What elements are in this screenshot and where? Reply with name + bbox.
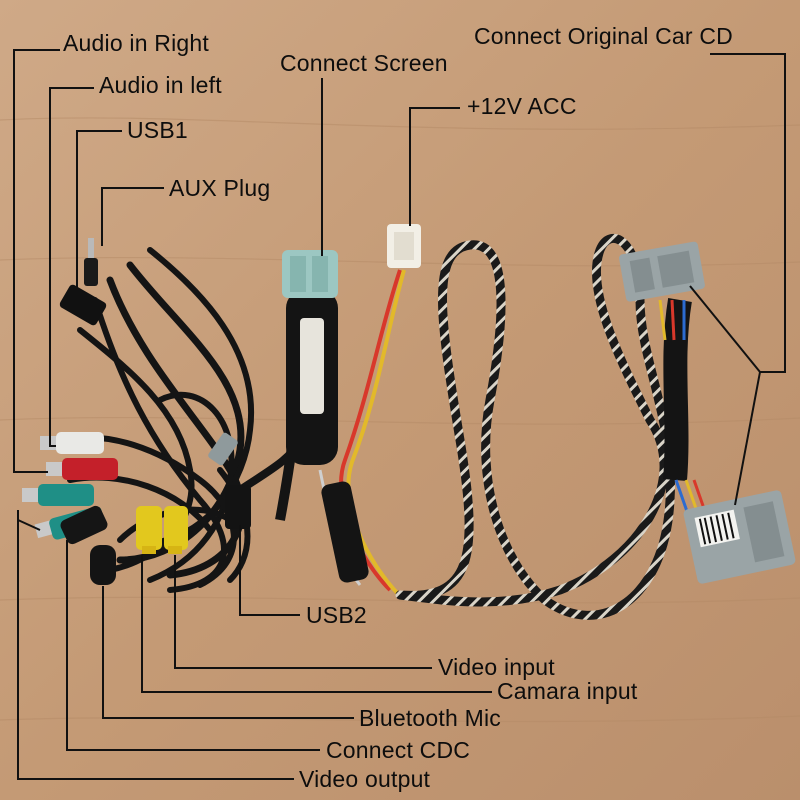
callout-usb1 — [76, 130, 122, 300]
label-connect-cdc: Connect CDC — [326, 737, 471, 763]
cd-connector-bottom — [683, 490, 796, 584]
rca-yellow-plugs — [136, 506, 188, 554]
label-video-output: Video output — [299, 766, 431, 792]
usb2-plug — [225, 485, 251, 529]
grey-connector — [208, 432, 238, 466]
callout-usb2 — [239, 525, 300, 616]
rca-black-plug — [60, 505, 108, 545]
callout-audio-in-right — [13, 49, 60, 473]
label-12v-acc: +12V ACC — [467, 93, 577, 119]
callout-12v-acc — [409, 107, 460, 226]
label-connect-screen: Connect Screen — [280, 50, 448, 76]
callout-cd-bottom-leg — [734, 371, 761, 506]
callout-cd-top-leg — [689, 285, 761, 373]
aux-plug — [84, 238, 98, 286]
acc-connector — [387, 224, 421, 268]
car-cd-harness — [619, 241, 796, 584]
callout-bluetooth-mic — [102, 586, 354, 719]
label-bluetooth-mic: Bluetooth Mic — [359, 705, 501, 731]
callout-connect-cdc — [66, 540, 320, 751]
cd-connector-top — [619, 241, 705, 302]
callout-video-output-leg — [17, 519, 41, 531]
callout-lines — [13, 49, 786, 780]
callout-aux-plug — [101, 187, 164, 246]
bluetooth-mic-plug — [90, 545, 116, 585]
callout-camara-input — [141, 555, 492, 693]
label-usb2: USB2 — [306, 602, 367, 628]
rca-red-plug — [46, 458, 118, 480]
screen-module — [275, 250, 338, 521]
label-connect-original-car-cd: Connect Original Car CD — [474, 23, 733, 49]
callout-audio-in-left — [49, 87, 94, 447]
label-usb1: USB1 — [127, 117, 188, 143]
label-camara-input: Camara input — [497, 678, 638, 704]
callout-video-output — [17, 510, 294, 780]
inline-filter — [321, 481, 369, 583]
rca-green-plug-1 — [22, 484, 94, 506]
label-video-input: Video input — [438, 654, 555, 680]
label-aux-plug: AUX Plug — [169, 175, 271, 201]
callout-connect-original-car-cd — [710, 53, 786, 373]
usb1-plug — [59, 284, 107, 326]
label-audio-in-right: Audio in Right — [63, 30, 209, 56]
label-audio-in-left: Audio in left — [99, 72, 222, 98]
callout-video-input — [174, 555, 432, 669]
